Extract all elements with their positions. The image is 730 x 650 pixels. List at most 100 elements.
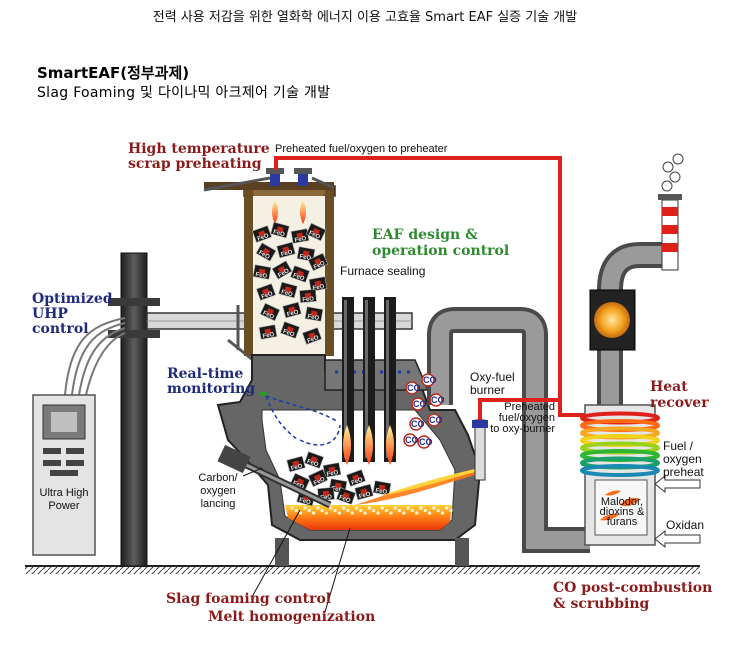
- co-label: CO: [411, 419, 425, 429]
- scrap-block: FeO: [372, 480, 392, 496]
- co-bubble: CO: [403, 433, 419, 447]
- scrap-block: FeO: [304, 451, 324, 469]
- section-subtitle: Slag Foaming 및 다이나믹 아크제어 기술 개발: [37, 85, 331, 101]
- co-bubble: CO: [405, 381, 421, 395]
- feo-label: FeO: [262, 310, 275, 321]
- feo-label: FeO: [257, 250, 270, 261]
- co-label: CO: [431, 395, 445, 405]
- co-bubble: CO: [421, 373, 437, 387]
- feo-label: FeO: [331, 486, 344, 494]
- feo-label: FeO: [307, 314, 320, 322]
- scrap-block: FeO: [256, 283, 276, 301]
- feo-label: FeO: [299, 254, 312, 262]
- scrap-block: FeO: [252, 225, 272, 243]
- page-title: 전력 사용 저감을 위한 열화학 에너지 이용 고효율 Smart EAF 실증…: [152, 10, 578, 25]
- scrap-block: FeO: [354, 483, 374, 500]
- feo-label: FeO: [358, 491, 371, 500]
- co-bubble: CO: [429, 393, 445, 407]
- feo-label: FeO: [262, 332, 275, 340]
- co-bubble: CO: [409, 417, 425, 431]
- power-unit: [32, 394, 96, 556]
- scrap-block: FeO: [296, 246, 316, 262]
- feo-label: FeO: [282, 329, 295, 339]
- scrap-block: FeO: [255, 242, 277, 262]
- right-input-arrows: [654, 474, 701, 549]
- label-preheated-fuel: Preheated fuel/oxygen to preheater: [275, 143, 448, 155]
- label-oxidant: Oxidan: [666, 518, 704, 532]
- power-cables: [64, 317, 126, 396]
- co-label: CO: [419, 437, 433, 447]
- feo-label: FeO: [326, 470, 339, 478]
- feo-label: FeO: [257, 233, 270, 243]
- scrap-block: FeO: [307, 252, 329, 272]
- feo-label: FeO: [307, 335, 320, 345]
- scrap-block: FeO: [336, 487, 356, 505]
- feo-label: FeO: [306, 459, 319, 469]
- feo-label: FeO: [280, 289, 293, 298]
- co-bubble: CO: [427, 413, 443, 427]
- scrap-block: FeO: [302, 327, 322, 345]
- label-melt-homog: Melt homogenization: [208, 609, 375, 625]
- feo-label: FeO: [286, 309, 299, 318]
- monitoring-sensor: [259, 392, 341, 446]
- scrap-block: FeO: [346, 469, 366, 487]
- feo-label: FeO: [312, 284, 325, 292]
- feo-label: FeO: [313, 260, 326, 271]
- scrap-block: FeO: [304, 306, 324, 322]
- label-furnace-sealing: Furnace sealing: [340, 264, 425, 278]
- scrap-block: FeO: [299, 289, 317, 303]
- feo-label: FeO: [272, 229, 285, 238]
- chimney: [658, 153, 684, 271]
- co-bubble: CO: [411, 397, 427, 411]
- scrap-block: FeO: [270, 221, 290, 238]
- feo-label: FeO: [280, 249, 293, 258]
- offgas-duct: [427, 307, 590, 553]
- scrap-block: FeO: [322, 462, 342, 478]
- feo-label: FeO: [290, 463, 303, 472]
- section-title: SmartEAF(정부과제): [37, 64, 190, 82]
- feo-label: FeO: [292, 480, 305, 491]
- scrap-block: FeO: [290, 228, 310, 244]
- scrap-block: FeO: [305, 222, 327, 242]
- co-label: CO: [407, 383, 421, 393]
- scrap-block: FeO: [280, 321, 300, 339]
- scrap-block: FeO: [282, 301, 302, 318]
- scrap-block: FeO: [259, 302, 281, 322]
- scrap-block: FeO: [290, 265, 310, 283]
- electrode-column: [108, 252, 160, 567]
- feo-label: FeO: [320, 494, 332, 501]
- oxy-burner-flame: [355, 469, 475, 505]
- preheated-fuel-pipe: [274, 156, 605, 420]
- feo-label: FeO: [255, 272, 268, 280]
- scrap-block: FeO: [307, 468, 329, 488]
- feo-label: FeO: [292, 273, 305, 283]
- feo-label: FeO: [313, 476, 326, 487]
- scrap-block: FeO: [289, 472, 311, 492]
- scrap-block: FeO: [258, 324, 278, 340]
- feo-label: FeO: [302, 296, 314, 303]
- carbon-lance: [217, 444, 332, 509]
- co-label: CO: [413, 399, 427, 409]
- co-bubble: CO: [417, 435, 433, 449]
- shaft-hydraulics: [203, 176, 335, 362]
- feo-label: FeO: [298, 497, 311, 506]
- scrap-block: FeO: [286, 455, 306, 472]
- co-label: CO: [423, 375, 437, 385]
- melt-bath: [285, 505, 453, 530]
- heat-recovery-stack: [580, 242, 665, 546]
- feo-label: FeO: [375, 488, 388, 496]
- feo-label: FeO: [261, 291, 274, 301]
- leader-lines: [242, 467, 351, 613]
- label-slag-foaming: Slag foaming control: [166, 591, 331, 607]
